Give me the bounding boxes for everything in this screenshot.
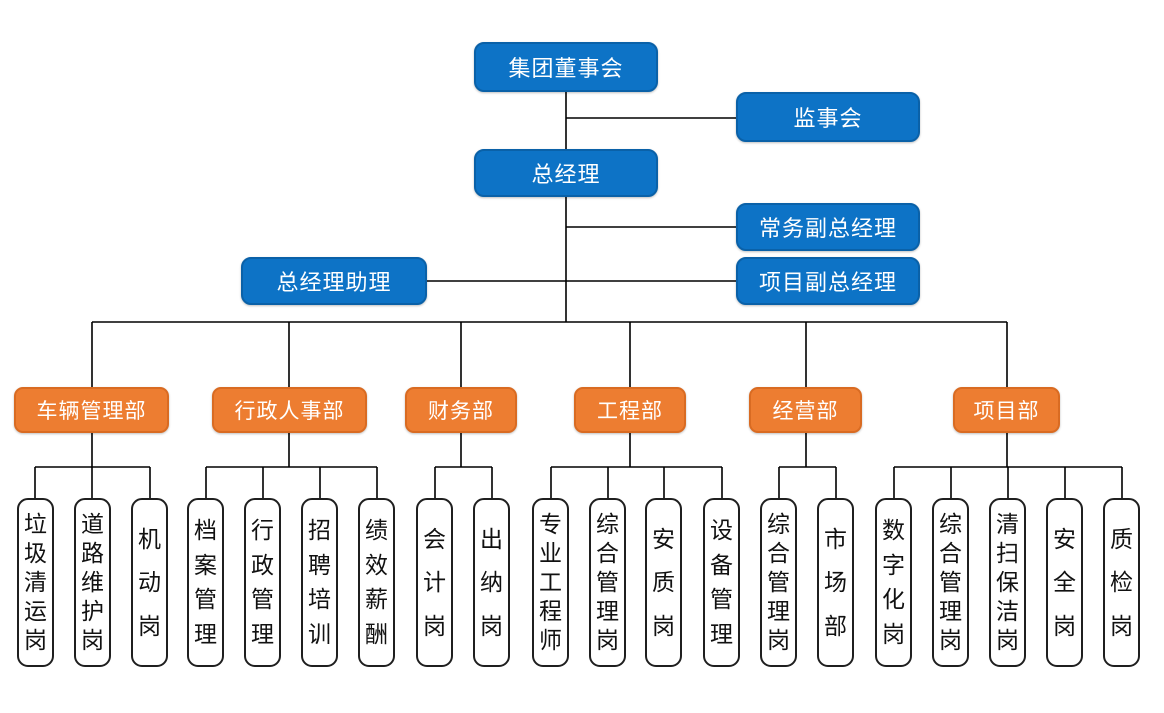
position-administration-management: 行政管理 — [244, 498, 281, 667]
position-general-management: 综合管理岗 — [589, 498, 626, 667]
position-general-management: 综合管理岗 — [932, 498, 969, 667]
node-board-of-directors: 集团董事会 — [474, 42, 658, 92]
node-dept-finance: 财务部 — [405, 387, 517, 433]
node-dept-engineering: 工程部 — [574, 387, 686, 433]
connector-children-project — [893, 433, 1123, 498]
position-road-maintenance: 道路维护岗 — [74, 498, 111, 667]
node-executive-deputy-gm: 常务副总经理 — [736, 203, 920, 251]
position-market-dept: 市场部 — [817, 498, 854, 667]
node-gm-assistant: 总经理助理 — [241, 257, 427, 305]
position-garbage-clearing: 垃圾清运岗 — [17, 498, 54, 667]
position-digitalization: 数字化岗 — [875, 498, 912, 667]
connector-dept-drops — [91, 322, 1008, 387]
connector-children-operations — [778, 433, 837, 498]
node-general-manager: 总经理 — [474, 149, 658, 197]
connector-children-admin-hr — [205, 433, 378, 498]
node-dept-vehicle-management: 车辆管理部 — [14, 387, 169, 433]
position-archives-management: 档案管理 — [187, 498, 224, 667]
position-professional-engineer: 专业工程师 — [532, 498, 569, 667]
connector-children-engineering — [550, 433, 723, 498]
position-accounting: 会计岗 — [416, 498, 453, 667]
node-dept-project: 项目部 — [953, 387, 1060, 433]
position-quality-inspection: 质检岗 — [1103, 498, 1140, 667]
position-cashier: 出纳岗 — [473, 498, 510, 667]
node-supervisory-board: 监事会 — [736, 92, 920, 142]
position-safety: 安全岗 — [1046, 498, 1083, 667]
node-dept-admin-hr: 行政人事部 — [212, 387, 367, 433]
node-project-deputy-gm: 项目副总经理 — [736, 257, 920, 305]
position-cleaning: 清扫保洁岗 — [989, 498, 1026, 667]
position-safety-quality: 安质岗 — [645, 498, 682, 667]
position-equipment-management: 设备管理 — [703, 498, 740, 667]
connector-children-finance — [434, 433, 493, 498]
position-mobile: 机动岗 — [131, 498, 168, 667]
position-recruitment-training: 招聘培训 — [301, 498, 338, 667]
position-performance-compensation: 绩效薪酬 — [358, 498, 395, 667]
node-dept-operations: 经营部 — [749, 387, 862, 433]
connector-children-vehicle — [34, 433, 151, 498]
position-general-management: 综合管理岗 — [760, 498, 797, 667]
